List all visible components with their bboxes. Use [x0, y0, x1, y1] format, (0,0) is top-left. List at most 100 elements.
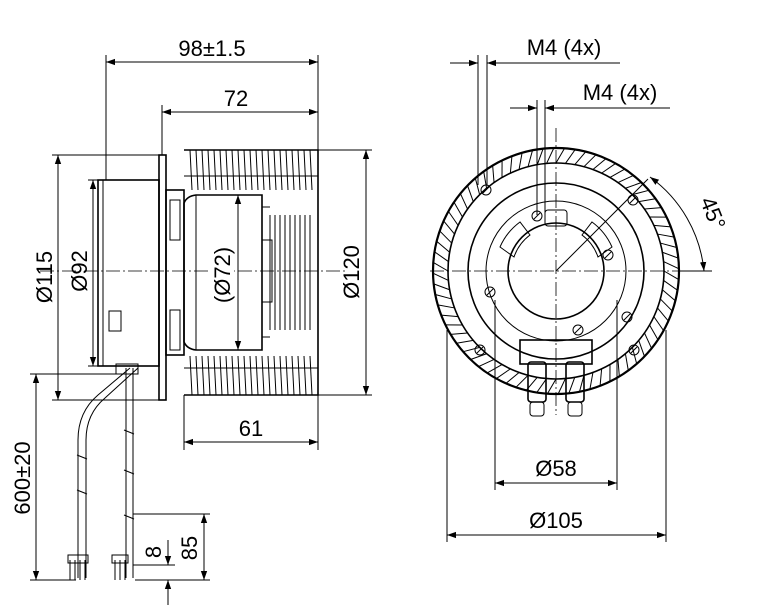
impeller-fin: [243, 149, 247, 191]
dim-angle-arc: [649, 176, 707, 272]
ring-blade: [436, 240, 450, 253]
ring-blade: [509, 156, 513, 174]
impeller-fin: [195, 149, 199, 191]
cable-left: [77, 367, 131, 578]
ring-blade: [631, 347, 638, 364]
impeller-fin: [219, 149, 223, 191]
impeller-fin: [213, 355, 217, 396]
ring-blade: [518, 152, 523, 170]
impeller-outline: [184, 149, 319, 396]
impeller-fin: [297, 149, 301, 191]
ring-blade: [463, 346, 480, 353]
screw-head: [602, 249, 614, 261]
screw-icon: [628, 344, 640, 356]
dim-flange-diameter: Ø115: [32, 251, 57, 303]
front-view: 45° M4 (4x) M4 (4x) Ø58 Ø105: [430, 35, 731, 542]
impeller-fin: [207, 355, 211, 396]
ring-blade: [456, 339, 474, 344]
dim-base-length: 61: [239, 416, 263, 441]
ring-blade: [435, 293, 452, 300]
ring-blade: [439, 230, 453, 244]
screw-slot: [476, 346, 484, 354]
screw-slot: [482, 186, 490, 194]
ring-blade: [644, 207, 662, 210]
dim-impeller-length: 72: [224, 86, 248, 111]
screw-icon: [602, 249, 614, 261]
screw-head: [484, 286, 496, 298]
ring-blade: [568, 377, 576, 394]
impeller-fin: [243, 355, 247, 396]
dim-hole-circle-large: Ø105: [529, 508, 583, 533]
cable-gland: [115, 363, 139, 375]
impeller-fin: [273, 149, 277, 191]
ring-blade: [638, 198, 656, 203]
impeller-fin: [303, 149, 307, 191]
housing-clip: [108, 310, 122, 332]
ring-blade: [474, 178, 481, 195]
screw-icon: [621, 311, 633, 323]
impeller-fin: [279, 149, 283, 191]
dim-housing-diameter: Ø92: [67, 250, 92, 292]
ring-blade: [653, 224, 671, 228]
impeller-fin: [195, 355, 199, 396]
side-view: 98±1.5 72 61 Ø115 Ø92 (Ø72) Ø120 60: [10, 36, 372, 605]
dim-thread-top: M4 (4x): [527, 35, 602, 60]
screw-head: [627, 194, 639, 206]
slot-left: [499, 221, 531, 258]
impeller-fin: [225, 355, 229, 396]
ring-blade: [625, 182, 642, 189]
hub-plate: [165, 189, 185, 356]
front-flange: [467, 182, 645, 360]
screw-head: [628, 344, 640, 356]
dim-angle: 45°: [695, 193, 731, 233]
ring-blade: [574, 151, 587, 165]
dim-cable-length: 600±20: [10, 441, 35, 514]
ring-blade: [638, 340, 645, 357]
rotor: [183, 194, 263, 351]
dim-strip-length: 8: [141, 546, 166, 558]
ring-blade: [662, 289, 676, 302]
connector-pin-right: [565, 361, 585, 403]
impeller-fin: [237, 355, 241, 396]
impeller-fin: [267, 149, 271, 191]
wire-sleeve: [111, 554, 129, 564]
ring-blade: [660, 242, 677, 249]
cable-mark: [123, 469, 135, 475]
screw-icon: [572, 324, 584, 336]
impeller-fin: [249, 149, 253, 191]
ring-blade: [617, 174, 634, 183]
ring-blade: [546, 147, 555, 164]
wire-ends: [67, 554, 129, 580]
ring-blade: [659, 298, 673, 312]
center-bore: [507, 222, 605, 320]
dim-lead-length: 85: [177, 536, 202, 560]
ring-blade: [450, 332, 468, 335]
ring-blade: [459, 193, 468, 210]
screw-icon: [627, 194, 639, 206]
dim-impeller-diameter: Ø120: [339, 245, 364, 299]
ring-blade: [443, 220, 455, 235]
ring-blade: [470, 353, 487, 360]
ring-blade: [601, 163, 616, 174]
dim-hole-circle-small: Ø58: [535, 456, 577, 481]
impeller-fin: [303, 355, 307, 396]
impeller-fin: [237, 149, 241, 191]
impeller-fin: [273, 355, 277, 396]
ring-blade: [492, 165, 495, 183]
screw-head: [621, 311, 633, 323]
ring-blade: [657, 307, 669, 322]
ring-blade: [565, 149, 576, 164]
ring-blade: [437, 304, 455, 309]
screw-slot: [623, 313, 631, 321]
ring-blade: [624, 353, 629, 371]
screws: [474, 184, 640, 356]
impeller-fin: [201, 355, 205, 396]
ring-blade: [609, 168, 626, 178]
ring-blade: [536, 148, 544, 165]
screw-head: [572, 324, 584, 336]
dim-overall-length: 98±1.5: [178, 36, 245, 61]
impeller-fin: [255, 149, 259, 191]
impeller-fin: [189, 355, 193, 396]
ring-blade: [467, 185, 474, 202]
ring-blade: [478, 359, 495, 368]
